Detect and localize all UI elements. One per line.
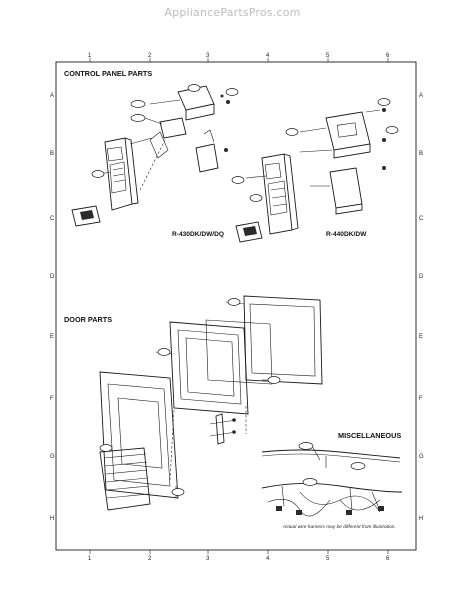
door-assembly	[99, 295, 323, 511]
svg-text:4: 4	[266, 556, 270, 562]
svg-text:C: C	[419, 216, 424, 222]
row-label-b: B	[50, 151, 54, 157]
watermark: AppliancePartsPros.com	[164, 6, 301, 19]
svg-text:6: 6	[386, 556, 390, 562]
row-label-g: G	[50, 454, 55, 460]
model-label-left: R-430DK/DW/DQ	[172, 231, 224, 238]
control-panel-right-assembly	[231, 98, 399, 243]
row-label-d: D	[50, 274, 55, 280]
col-label-3: 3	[206, 53, 210, 59]
col-label-2: 2	[148, 53, 152, 59]
row-label-h: H	[50, 516, 54, 522]
col-label-6: 6	[386, 53, 390, 59]
row-label-c: C	[50, 216, 55, 222]
svg-text:A: A	[419, 93, 423, 99]
section-title-misc: MISCELLANEOUS	[338, 431, 401, 440]
model-label-right: R-440DK/DW	[326, 231, 367, 238]
svg-text:F: F	[419, 396, 423, 402]
svg-text:E: E	[419, 334, 423, 340]
control-panel-left-assembly	[71, 84, 239, 227]
col-label-5: 5	[326, 53, 330, 59]
column-labels-top: 1 2 3 4 5 6	[88, 53, 390, 62]
section-title-door: DOOR PARTS	[64, 315, 112, 324]
diagram-frame	[55, 61, 417, 551]
svg-text:2: 2	[148, 556, 152, 562]
svg-text:G: G	[419, 454, 424, 460]
row-label-e: E	[50, 334, 54, 340]
wire-harness	[261, 442, 403, 517]
svg-text:B: B	[419, 151, 423, 157]
svg-text:3: 3	[206, 556, 210, 562]
row-label-a: A	[50, 93, 54, 99]
svg-text:D: D	[419, 274, 424, 280]
column-labels-bottom: 1 2 3 4 5 6	[88, 550, 390, 562]
section-title-control-panel: CONTROL PANEL PARTS	[64, 69, 152, 78]
svg-text:1: 1	[88, 556, 92, 562]
row-labels: A B C D E F G H A B C D E F G H	[50, 93, 424, 522]
harness-note: Actual wire harness may be different fro…	[282, 524, 396, 530]
svg-text:H: H	[419, 516, 423, 522]
row-label-f: F	[50, 396, 54, 402]
col-label-4: 4	[266, 53, 270, 59]
svg-text:5: 5	[326, 556, 330, 562]
col-label-1: 1	[88, 53, 92, 59]
